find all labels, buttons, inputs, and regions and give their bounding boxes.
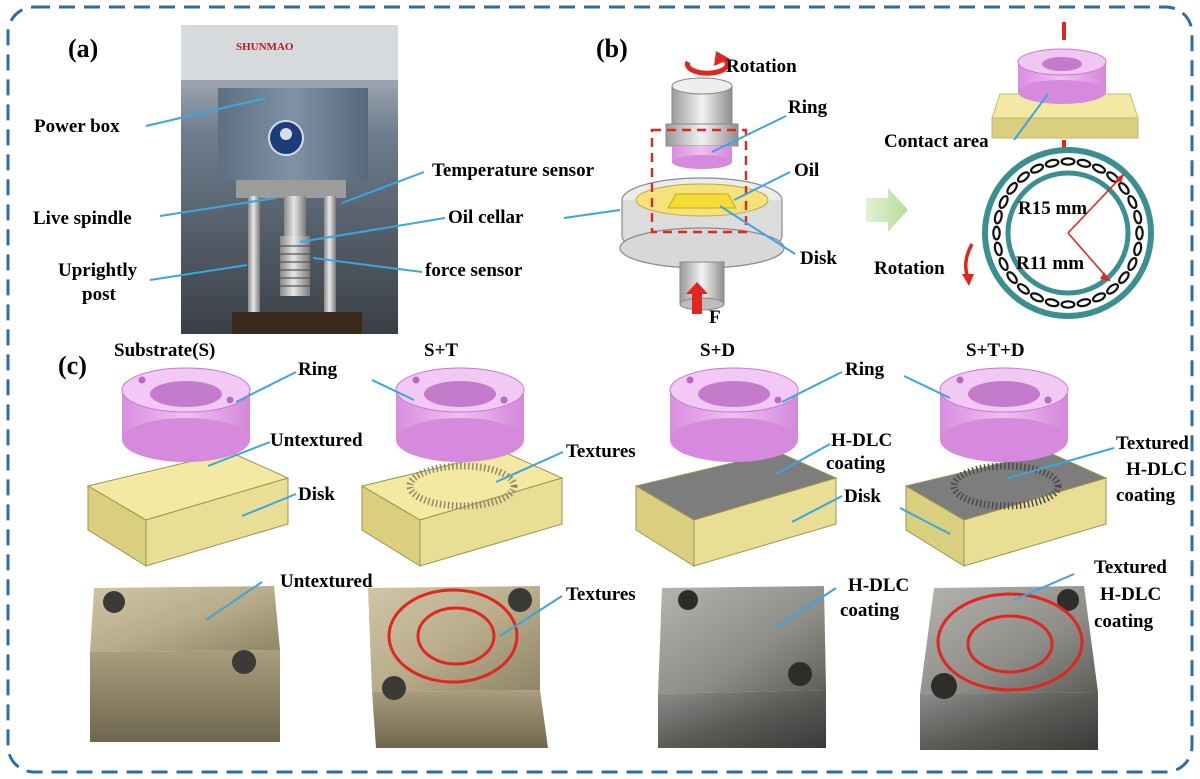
dimple-mark [1029, 163, 1045, 174]
brand-logo-text: SHUNMAO [236, 41, 294, 53]
dimple-mark [993, 241, 1003, 257]
oil-cellar-label: Oil cellar [448, 207, 524, 228]
dimple-mark [998, 256, 1009, 272]
post-label: post [82, 284, 116, 305]
panel-a-label: (a) [68, 34, 99, 63]
oil-label: Oil [794, 160, 820, 181]
dashed-frame [6, 5, 1194, 774]
dimple-mark [993, 209, 1003, 225]
r15-label: R15 mm [1018, 198, 1088, 219]
schematic-3 [634, 367, 838, 567]
dimple-mark [1091, 163, 1107, 174]
force-label: F [709, 307, 721, 328]
hdlc-label-l1: H-DLC [831, 430, 893, 451]
ring-label-c3: Ring [845, 359, 885, 380]
panel-c-label: (c) [58, 351, 87, 380]
dimple-mark [1060, 300, 1076, 309]
tribometer-photo [181, 25, 398, 334]
dimple-mark [1006, 271, 1018, 285]
title-substrate: Substrate(S) [114, 340, 216, 361]
rotation-side-label: Rotation [874, 258, 945, 279]
panel-a-leaders [145, 97, 446, 281]
panel-b-label: (b) [596, 34, 628, 63]
title-s-t-d: S+T+D [966, 340, 1025, 361]
textures-label: Textures [566, 441, 636, 462]
dimple-mark [1133, 241, 1143, 257]
dimple-mark [1118, 271, 1130, 285]
tex-hdlc-label-l2: H-DLC [1126, 459, 1188, 480]
dimple-mark [992, 225, 1001, 241]
disk-label-b: Disk [800, 248, 837, 269]
dimple-mark [1127, 194, 1138, 210]
photo-textures-label: Textures [566, 584, 636, 605]
dimple-mark [1044, 158, 1060, 168]
dimple-mark [1127, 256, 1138, 272]
title-s-d: S+D [700, 340, 736, 361]
disk-label-c3: Disk [844, 486, 881, 507]
ring-disk-schematics [86, 367, 1115, 567]
dimple-mark [1060, 157, 1076, 166]
disk-label-c1: Disk [298, 484, 335, 505]
dimple-mark [1016, 171, 1030, 183]
uprightly-label: Uprightly [58, 260, 138, 281]
dimple-mark [1091, 292, 1107, 303]
dimple-mark [1118, 181, 1130, 195]
title-s-t: S+T [424, 340, 459, 361]
schematic-1 [86, 367, 290, 567]
ring-label-b: Ring [788, 97, 828, 118]
dimple-mark [1044, 298, 1060, 308]
dimple-mark [1106, 283, 1120, 295]
hdlc-label-l2: coating [826, 453, 886, 474]
rotation-top-label: Rotation [726, 56, 797, 77]
contact-area-diagram [962, 22, 1154, 319]
schematic-2 [360, 367, 564, 567]
dimple-mark [1076, 298, 1092, 308]
photo-hdlc-label-l2: coating [840, 600, 900, 621]
dimple-mark [1076, 158, 1092, 168]
test-rig-schematic [563, 51, 908, 314]
photo-tex-hdlc-label-l2: H-DLC [1100, 584, 1162, 605]
contact-area-label: Contact area [884, 131, 989, 152]
r11-label: R11 mm [1016, 253, 1085, 274]
dimple-mark [1133, 209, 1143, 225]
live-spindle-label: Live spindle [33, 208, 132, 229]
schematic-4 [904, 367, 1108, 567]
force-sensor-label: force sensor [425, 260, 523, 281]
power-box-label: Power box [34, 116, 120, 137]
photo-tex-hdlc-label-l3: coating [1094, 611, 1154, 632]
temperature-sensor-label: Temperature sensor [432, 160, 595, 181]
photo-hdlc-label-l1: H-DLC [848, 575, 910, 596]
ring-label-c1: Ring [298, 359, 338, 380]
tex-hdlc-label-l3: coating [1116, 485, 1176, 506]
disk-photos [90, 586, 1098, 750]
tex-hdlc-label-l1: Textured [1116, 433, 1189, 454]
untextured-label: Untextured [270, 430, 363, 451]
dimple-mark [1135, 225, 1144, 241]
dimple-mark [1006, 181, 1018, 195]
photo-tex-hdlc-label-l1: Textured [1094, 557, 1167, 578]
dimple-mark [1029, 292, 1045, 303]
photo-untextured-label: Untextured [280, 571, 373, 592]
dimple-mark [998, 194, 1009, 210]
photo-leaders [205, 573, 1075, 637]
dimple-mark [1016, 283, 1030, 295]
